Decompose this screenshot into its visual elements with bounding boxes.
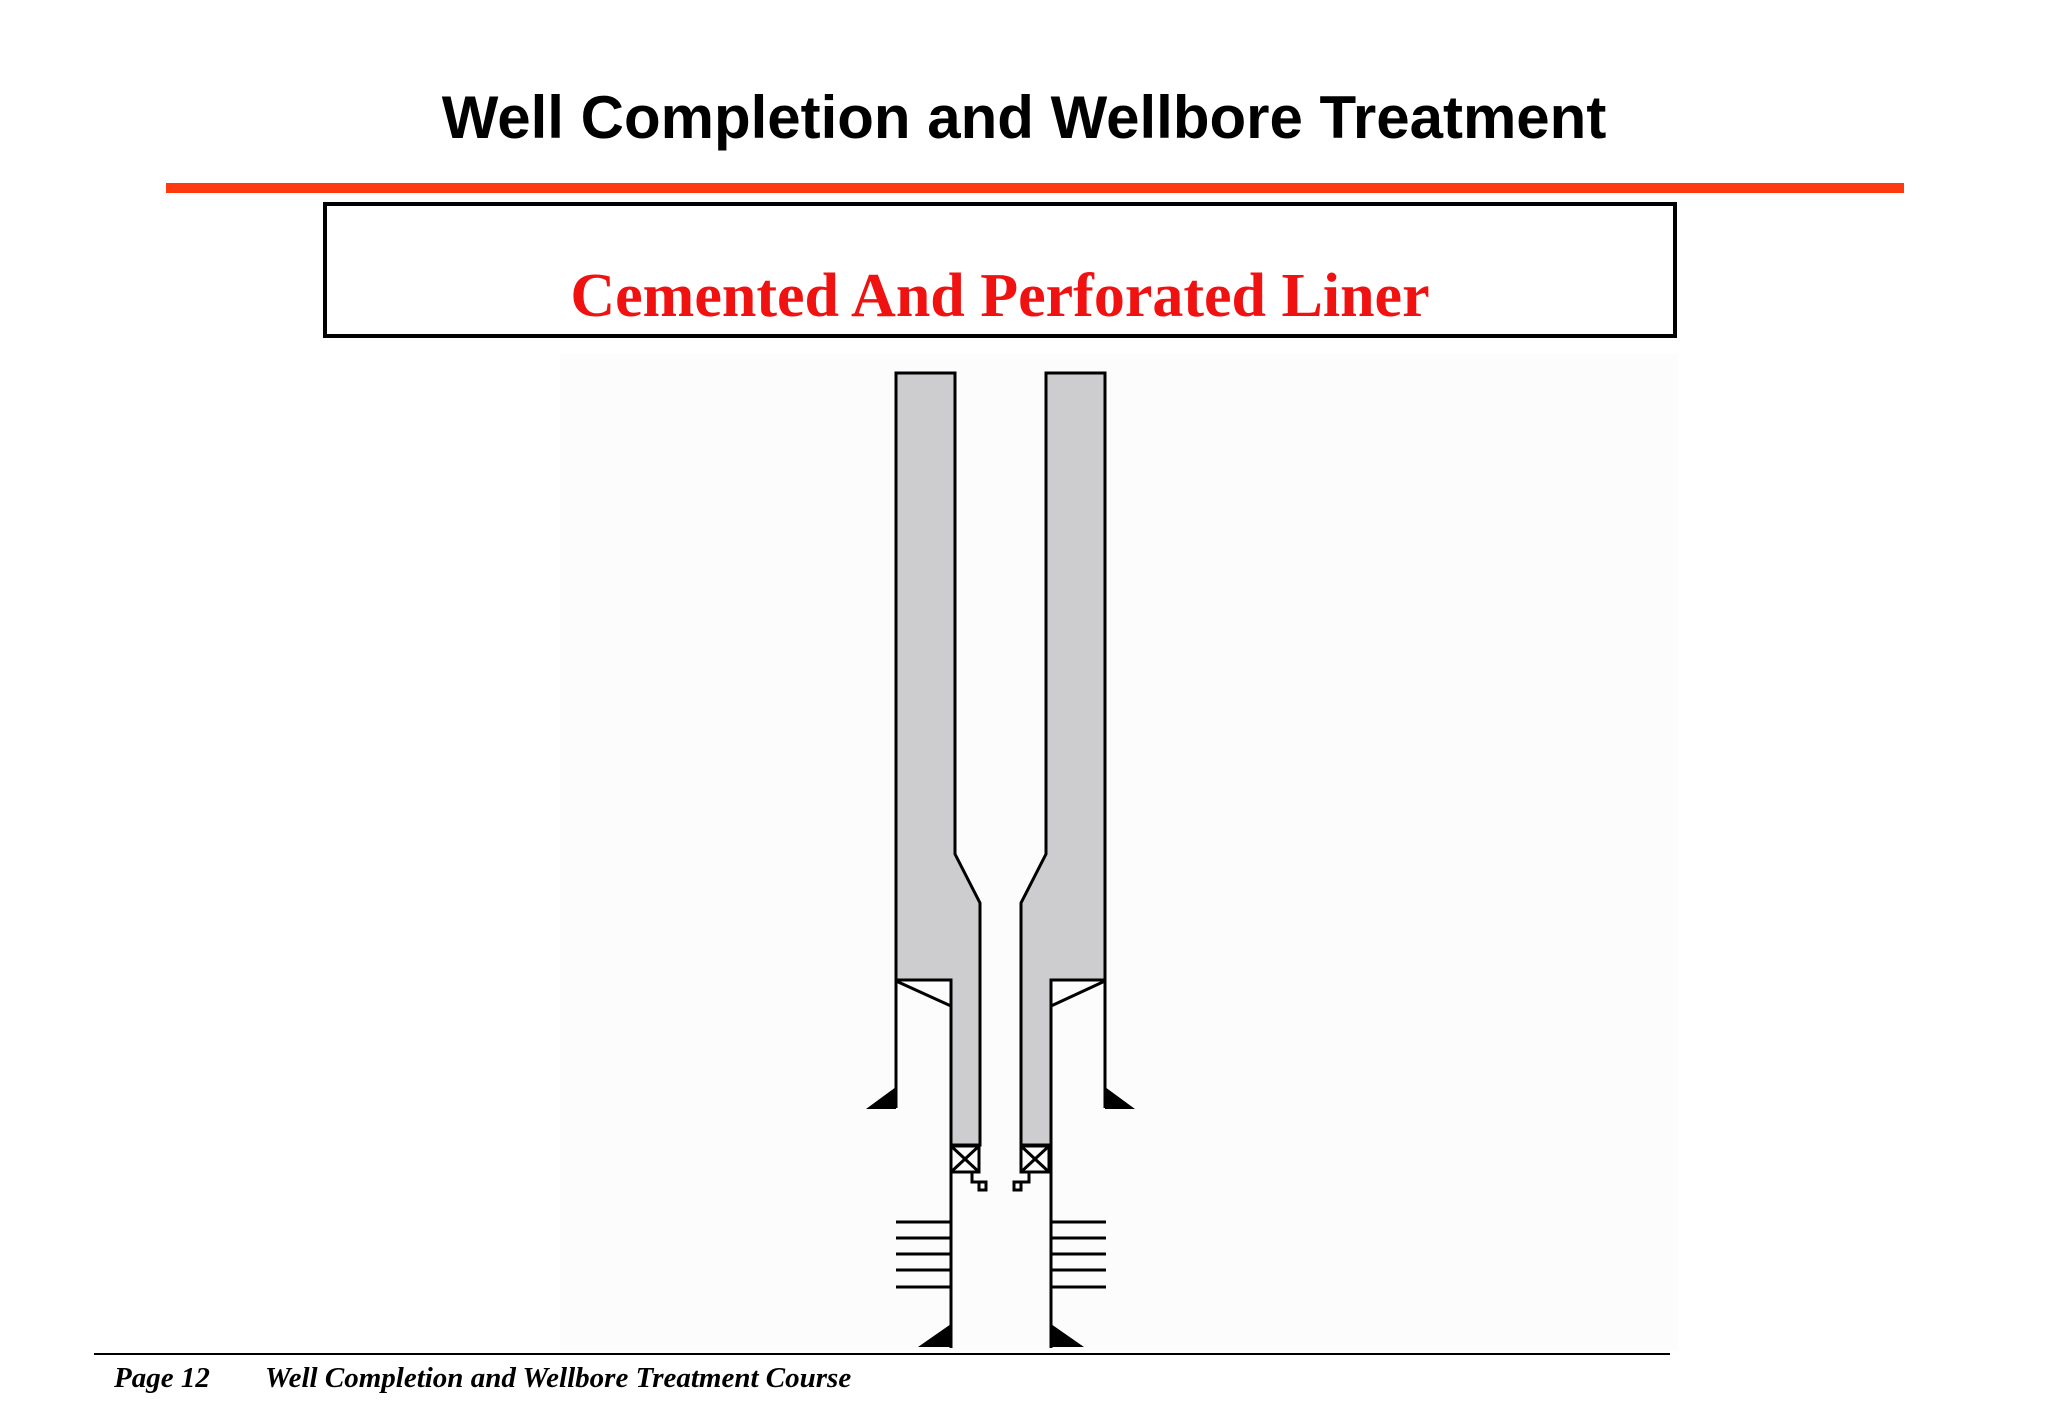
subtitle-box [323,202,1677,338]
title-divider [166,183,1904,193]
right-packer [1019,1144,1051,1174]
page-title: Well Completion and Wellbore Treatment [441,84,1607,151]
right-casing-cement [1019,371,1107,1147]
left-packer [949,1144,981,1174]
diagram-background [560,354,1678,1350]
right-hanger [1012,1172,1031,1192]
slide-subtitle: Cemented And Perforated Liner [570,262,1430,330]
left-casing-shoe [866,1087,896,1109]
right-shoe-wedge [1050,979,1106,1008]
footer-divider [94,1353,1670,1355]
left-casing-cement [894,371,982,1147]
footer-course-title: Well Completion and Wellbore Treatment C… [265,1362,852,1394]
right-liner-shoe [1051,1324,1084,1347]
left-liner-shoe [918,1324,951,1347]
left-hanger [970,1172,988,1192]
right-casing-shoe [1105,1087,1135,1109]
footer-page-number: Page 12 [114,1362,210,1394]
left-shoe-wedge [895,979,952,1008]
